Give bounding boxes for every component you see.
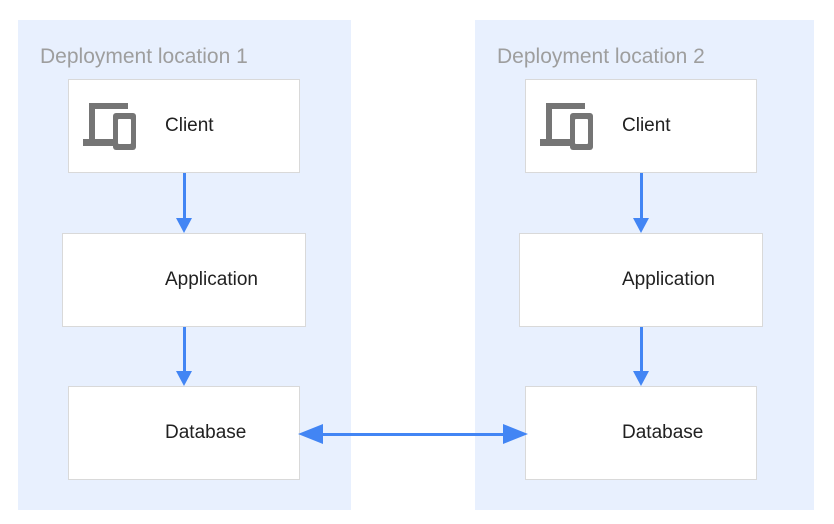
node-label: Application	[165, 269, 258, 290]
devices-icon	[83, 102, 139, 150]
arrow-head-down-icon	[633, 371, 649, 386]
arrow-client-to-application	[183, 173, 186, 219]
arrow-application-to-database	[640, 327, 643, 372]
node-client: Client	[525, 79, 757, 173]
devices-icon	[540, 102, 596, 150]
node-database: Database	[68, 386, 300, 480]
deployment-location-1-panel: Deployment location 1 Client	[18, 20, 351, 510]
node-label: Client	[622, 115, 671, 136]
server-stack-icon	[83, 257, 139, 304]
arrow-head-left-icon	[298, 424, 323, 444]
arrow-head-down-icon	[176, 218, 192, 233]
arrow-head-right-icon	[503, 424, 528, 444]
server-stack-icon	[83, 410, 139, 457]
node-label: Database	[622, 422, 704, 443]
server-stack-icon	[540, 410, 596, 457]
arrow-head-down-icon	[176, 371, 192, 386]
arrow-client-to-application	[640, 173, 643, 219]
node-application: Application	[62, 233, 306, 327]
node-database: Database	[525, 386, 757, 480]
node-label: Database	[165, 422, 247, 443]
arrow-application-to-database	[183, 327, 186, 372]
arrow-head-down-icon	[633, 218, 649, 233]
server-stack-icon	[540, 257, 596, 304]
node-application: Application	[519, 233, 763, 327]
node-label: Client	[165, 115, 214, 136]
deployment-location-2-panel: Deployment location 2 Client	[475, 20, 814, 510]
node-label: Application	[622, 269, 715, 290]
node-client: Client	[68, 79, 300, 173]
panel-title: Deployment location 1	[40, 45, 248, 68]
arrow-database-to-database	[315, 433, 515, 436]
panel-title: Deployment location 2	[497, 45, 705, 68]
